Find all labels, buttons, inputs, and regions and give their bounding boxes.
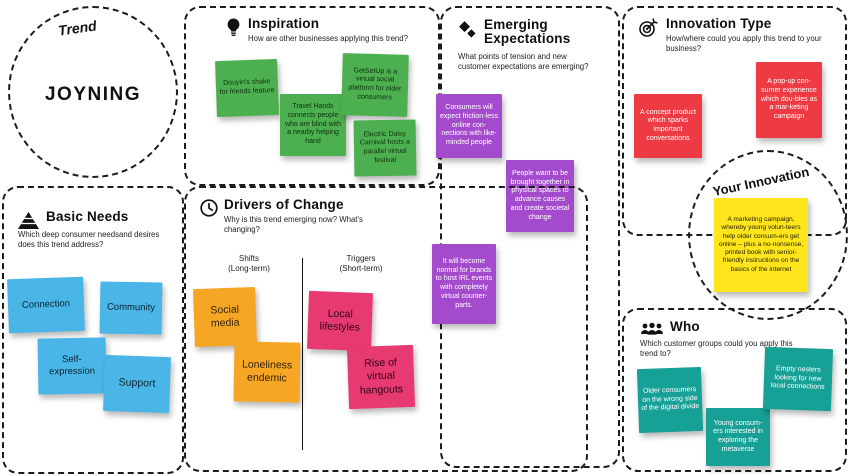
who-title: Who <box>670 319 700 334</box>
your-innovation-title: Your Innovation <box>711 163 811 200</box>
pyramid-icon <box>18 212 39 229</box>
note-community[interactable]: Community <box>99 281 163 335</box>
trend-name: JOYNING <box>44 84 142 105</box>
inspiration-section: Inspiration How are other businesses app… <box>184 6 440 186</box>
shifts-term: (Long-term) <box>228 264 270 274</box>
drivers-subtitle: Why is this trend emerging now? What's c… <box>224 215 363 235</box>
shifts-triggers-divider <box>302 258 303 450</box>
emerging-title: Emerging Expectations <box>484 17 571 47</box>
note-self-expression[interactable]: Self-expression <box>37 337 107 395</box>
basic-needs-subtitle: Which deep consumer needsand desires doe… <box>18 230 160 250</box>
who-section: Who Which customer groups could you appl… <box>622 308 847 472</box>
note-connection[interactable]: Connection <box>7 276 85 334</box>
who-subtitle: Which customer groups could you apply th… <box>640 339 793 359</box>
note-local-lifestyles[interactable]: Local lifestyles <box>307 290 373 352</box>
trend-label: Trend <box>57 17 98 39</box>
innovation-type-title: Innovation Type <box>666 16 772 31</box>
innovation-type-section: Innovation Type How/where could you appl… <box>622 6 847 236</box>
note-young-consumers[interactable]: Young consum-ers interested in exploring… <box>706 408 770 466</box>
people-icon <box>640 322 664 338</box>
note-support[interactable]: Support <box>103 354 171 414</box>
emerging-header: Emerging Expectations What points of ten… <box>458 17 598 73</box>
basic-needs-section: Basic Needs Which deep consumer needsand… <box>2 186 184 474</box>
note-getsetup[interactable]: GetSetUp is a virtual social platform fo… <box>341 53 409 117</box>
innovation-type-subtitle: How/where could you apply this trend to … <box>666 34 822 54</box>
innovation-type-header: Innovation Type How/where could you appl… <box>638 16 826 54</box>
note-empty-nesters[interactable]: Empty nesters looking for new local conn… <box>762 346 834 412</box>
basic-needs-header: Basic Needs Which deep consumer needsand… <box>18 209 166 250</box>
note-older-consumers[interactable]: Older consumers on the wrong side of the… <box>636 366 704 434</box>
triggers-label: Triggers <box>346 254 376 263</box>
inspiration-header: Inspiration How are other businesses app… <box>226 16 438 44</box>
lightbulb-icon <box>226 18 241 37</box>
note-marketing-campaign[interactable]: A marketing campaign, whereby young volu… <box>714 198 808 292</box>
triggers-column-header: Triggers (Short-term) <box>324 254 398 275</box>
who-header: Who Which customer groups could you appl… <box>640 319 805 359</box>
clock-icon <box>200 199 218 217</box>
basic-needs-title: Basic Needs <box>46 209 129 224</box>
note-virtual-hangouts[interactable]: Rise of virtual hangouts <box>346 344 416 410</box>
emerging-subtitle: What points of tension and new customer … <box>458 52 589 72</box>
note-physical-spaces[interactable]: People want to be brought together in ph… <box>506 160 574 232</box>
your-innovation-section: Your Innovation A marketing campaign, wh… <box>688 150 848 320</box>
inspiration-title: Inspiration <box>248 16 320 31</box>
emerging-expectations-section: Emerging Expectations What points of ten… <box>432 6 620 468</box>
shifts-label: Shifts <box>238 254 259 263</box>
note-electric-daisy[interactable]: Electric Daisy Carnival hosts a parallel… <box>353 119 417 177</box>
drivers-title: Drivers of Change <box>224 197 344 212</box>
note-popup-experience[interactable]: A pop-up con-sumer experience which dou-… <box>756 62 822 138</box>
note-irl-virtual-events[interactable]: It will become normal for brands to host… <box>432 244 496 324</box>
note-loneliness-endemic[interactable]: Loneliness endemic <box>233 341 301 403</box>
trend-section: Trend JOYNING <box>8 6 178 178</box>
inspiration-subtitle: How are other businesses applying this t… <box>248 34 408 44</box>
diamonds-icon <box>458 20 478 40</box>
note-douyin-shake[interactable]: Douyin's shake for friends feature <box>215 58 279 118</box>
note-concept-product[interactable]: A concept product which sparks important… <box>634 94 702 158</box>
drivers-header: Drivers of Change Why is this trend emer… <box>200 197 374 235</box>
drivers-of-change-section: Drivers of Change Why is this trend emer… <box>184 186 588 472</box>
note-frictionless-connections[interactable]: Consumers will expect friction-less onli… <box>436 94 502 158</box>
note-social-media[interactable]: Social media <box>193 286 257 348</box>
triggers-term: (Short-term) <box>339 264 383 274</box>
note-travel-hands[interactable]: Travel Hands connects people who are bli… <box>280 94 346 156</box>
target-icon <box>638 17 659 38</box>
shifts-column-header: Shifts (Long-term) <box>212 254 286 275</box>
